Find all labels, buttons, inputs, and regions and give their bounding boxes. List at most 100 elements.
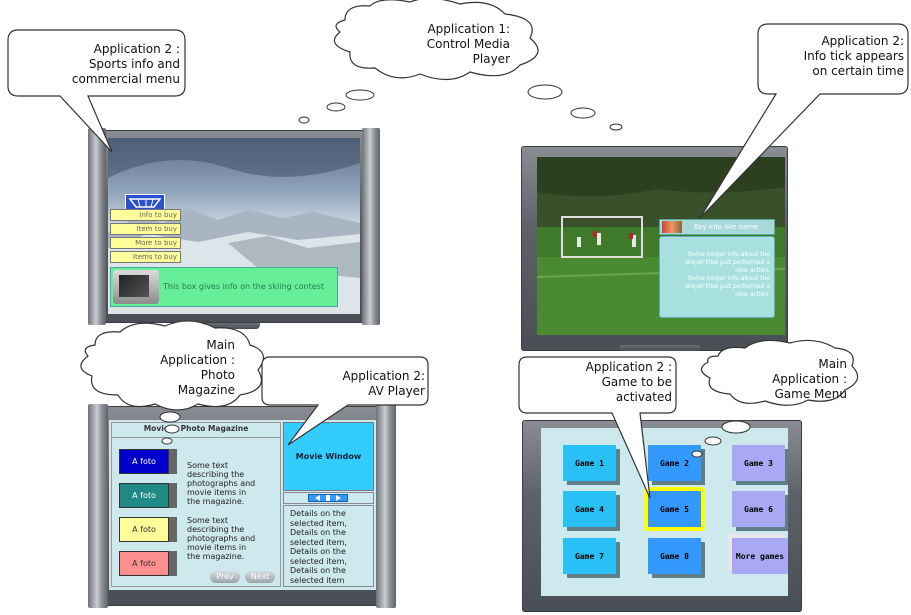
game-6-button[interactable]: Game 6 bbox=[732, 491, 785, 527]
text-line: movie items in bbox=[187, 488, 247, 497]
info-tick-title: Key info like name bbox=[694, 223, 759, 231]
magazine-screen: Movie & Photo Magazine A foto A foto A f… bbox=[109, 420, 376, 590]
foto-thumb-2[interactable]: A foto bbox=[119, 483, 169, 508]
tick-line: player that just performed a bbox=[685, 283, 770, 290]
magazine-title: Movie & Photo Magazine bbox=[143, 424, 249, 433]
text-line: photographs and bbox=[187, 534, 256, 543]
magazine-callout-text: Main Application : Photo Magazine bbox=[110, 338, 235, 398]
movie-window[interactable]: Movie Window bbox=[283, 422, 374, 491]
thought-bubble bbox=[298, 116, 310, 124]
magazine-text-1: Some text describing the photographs and… bbox=[187, 461, 255, 506]
detail-line: Details on the bbox=[290, 528, 346, 537]
callout-line: Game to be bbox=[601, 375, 672, 389]
prev-button[interactable]: Prev bbox=[210, 571, 240, 583]
av-controls bbox=[283, 492, 374, 504]
tick-line: player that just performed a bbox=[685, 259, 770, 266]
text-line: the magazine. bbox=[187, 552, 245, 561]
magazine-panel: Movie & Photo Magazine A foto A foto A f… bbox=[111, 422, 281, 587]
ski-info-box: This box gives info on the skiing contes… bbox=[110, 267, 338, 307]
thought-bubble bbox=[609, 123, 623, 131]
game-7-button[interactable]: Game 7 bbox=[563, 538, 616, 574]
detail-line: selected item bbox=[290, 575, 345, 585]
tv-thumbnail-icon bbox=[113, 270, 159, 304]
tick-line: nice action. bbox=[735, 267, 770, 274]
thought-bubble bbox=[570, 107, 596, 119]
callout-line: Application 2: bbox=[342, 369, 425, 383]
detail-line: Details on the bbox=[290, 547, 346, 556]
callout-line: Sports info and bbox=[88, 57, 180, 71]
callout-line: Application 2 : bbox=[93, 42, 180, 56]
callout-line: Application 2: bbox=[821, 34, 904, 48]
tick-line: nice action. bbox=[735, 291, 770, 298]
info-tick-header: Key info like name bbox=[659, 219, 775, 235]
av-player-callout-text: Application 2: AV Player bbox=[290, 369, 425, 399]
callout-line: commercial menu bbox=[71, 72, 180, 86]
magazine-text-2: Some text describing the photographs and… bbox=[187, 516, 255, 561]
info-tick-callout-text: Application 2: Info tick appears on cert… bbox=[770, 34, 904, 79]
callout-line: Application 2 : bbox=[585, 360, 672, 374]
thought-bubble bbox=[345, 89, 375, 101]
detail-line: selected item, bbox=[290, 537, 347, 547]
text-line: the magazine. bbox=[187, 497, 245, 506]
av-control-bar[interactable] bbox=[308, 494, 348, 502]
thought-bubble bbox=[527, 84, 563, 100]
text-line: describing the bbox=[187, 525, 245, 534]
callout-line: Application 1: bbox=[427, 22, 510, 36]
sports-callout-text: Application 2 : Sports info and commerci… bbox=[50, 42, 180, 87]
ski-logo-icon bbox=[125, 194, 165, 210]
callout-line: Game Menu bbox=[774, 387, 848, 401]
callout-line: Photo bbox=[200, 368, 235, 382]
text-line: Some text bbox=[187, 461, 229, 470]
menu-item-items-to-buy[interactable]: Items to buy bbox=[110, 251, 181, 263]
game-3-button[interactable]: Game 3 bbox=[732, 445, 785, 481]
detail-line: Details on the bbox=[290, 509, 346, 518]
game-4-button[interactable]: Game 4 bbox=[563, 491, 616, 527]
callout-line: Magazine bbox=[177, 383, 235, 397]
tick-line: Some longer info about the bbox=[687, 251, 770, 258]
app1-callout-text: Application 1: Control Media Player bbox=[400, 22, 510, 67]
text-line: photographs and bbox=[187, 479, 256, 488]
callout-line: activated bbox=[615, 390, 672, 404]
callout-line: on certain time bbox=[812, 64, 904, 78]
game-2-button[interactable]: Game 2 bbox=[648, 445, 701, 481]
callout-line: Main bbox=[818, 357, 847, 371]
menu-item-info-to-buy[interactable]: Info to buy bbox=[110, 209, 181, 221]
menu-item-more-to-buy[interactable]: More to buy bbox=[110, 237, 181, 249]
callout-line: AV Player bbox=[368, 384, 425, 398]
callout-line: Info tick appears bbox=[803, 49, 904, 63]
play-controls-icon bbox=[315, 495, 341, 501]
callout-line: Application : bbox=[772, 372, 847, 386]
callout-line: Control Media bbox=[426, 37, 510, 51]
thought-bubble bbox=[326, 102, 346, 112]
foto-thumb-3[interactable]: A foto bbox=[119, 517, 169, 542]
details-panel: Details on the selected item, Details on… bbox=[283, 505, 374, 587]
soccer-screen: Key info like name Some longer info abou… bbox=[537, 157, 785, 335]
player-thumbnail-icon bbox=[662, 221, 682, 233]
ski-info-text: This box gives info on the skiing contes… bbox=[163, 282, 324, 291]
callout-line: Player bbox=[472, 52, 510, 66]
more-games-button[interactable]: More games bbox=[732, 538, 788, 574]
detail-line: selected item, bbox=[290, 518, 347, 528]
callout-line: Main bbox=[206, 338, 235, 352]
ski-menu: Info to buy Item to buy More to buy Item… bbox=[110, 209, 183, 265]
movie-window-label: Movie Window bbox=[295, 452, 362, 461]
foto-thumb-1[interactable]: A foto bbox=[119, 449, 169, 474]
game-menu-callout-text: Main Application : Game Menu bbox=[730, 357, 847, 402]
detail-line: selected item, bbox=[290, 556, 347, 566]
ski-screen: Info to buy Item to buy More to buy Item… bbox=[108, 138, 360, 314]
text-line: movie items in bbox=[187, 543, 247, 552]
callout-line: Application : bbox=[160, 353, 235, 367]
info-tick-body: Some longer info about the player that j… bbox=[659, 236, 775, 318]
menu-item-item-to-buy[interactable]: Item to buy bbox=[110, 223, 181, 235]
games-screen: Game 1 Game 2 Game 3 Game 4 Game 5 Game … bbox=[541, 428, 788, 596]
game-1-button[interactable]: Game 1 bbox=[563, 445, 616, 481]
game-5-button[interactable]: Game 5 bbox=[648, 491, 701, 527]
text-line: describing the bbox=[187, 470, 245, 479]
game-8-button[interactable]: Game 8 bbox=[648, 538, 701, 574]
text-line: Some text bbox=[187, 516, 229, 525]
foto-thumb-4[interactable]: A foto bbox=[119, 551, 169, 576]
detail-line: Details on the bbox=[290, 566, 346, 575]
game-activated-callout-text: Application 2 : Game to be activated bbox=[540, 360, 672, 405]
tick-line: Some longer info about the bbox=[687, 275, 770, 282]
next-button[interactable]: Next bbox=[245, 571, 275, 583]
